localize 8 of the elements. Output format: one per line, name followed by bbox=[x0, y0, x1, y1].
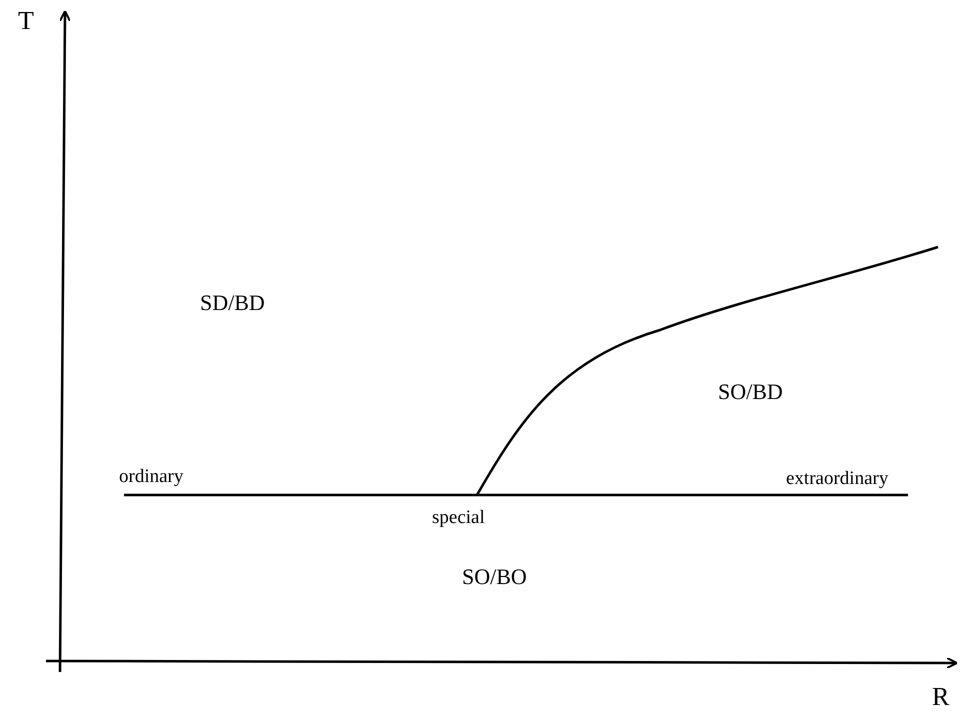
phase-label: SO/BO bbox=[462, 566, 527, 588]
phase-label: SO/BD bbox=[718, 381, 783, 403]
point-label: ordinary bbox=[119, 467, 184, 486]
axis-label: T bbox=[18, 8, 34, 34]
axis-label: R bbox=[932, 684, 950, 710]
phase-label: SD/BD bbox=[200, 292, 265, 314]
point-label: special bbox=[432, 508, 485, 527]
point-label: extraordinary bbox=[786, 469, 888, 488]
